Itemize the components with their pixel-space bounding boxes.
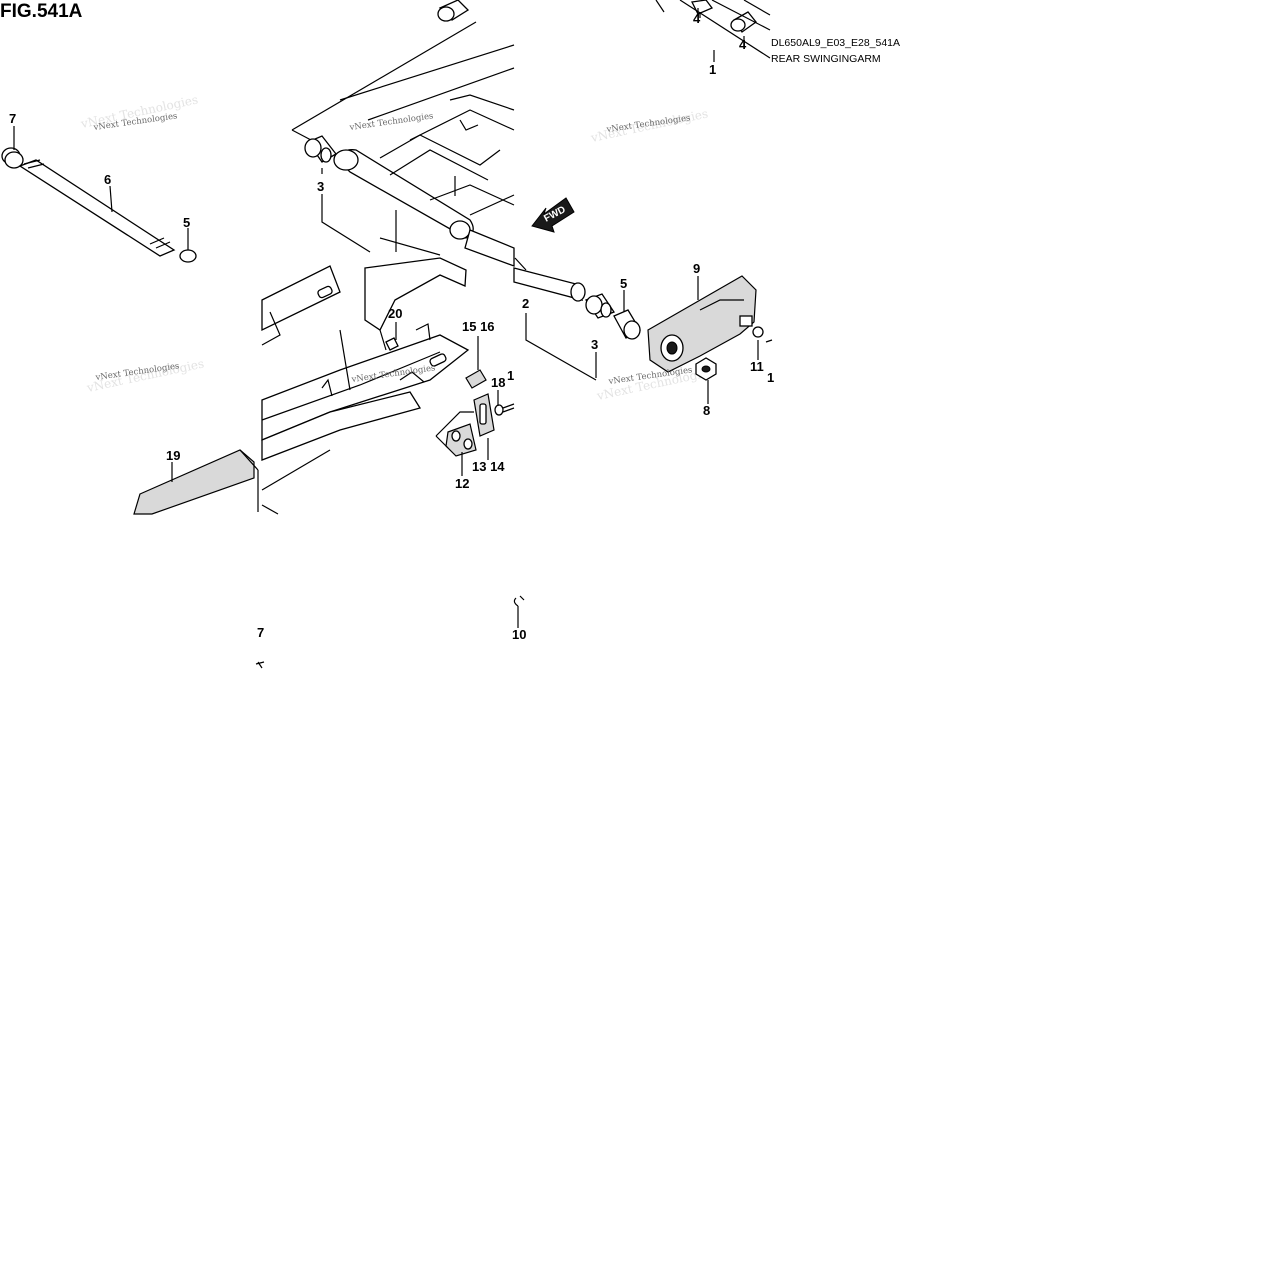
callout-7-top: 7 xyxy=(9,111,16,126)
callout-8: 8 xyxy=(703,403,710,418)
callout-17: 1 xyxy=(507,368,514,383)
clamp-part-12 xyxy=(435,411,477,457)
figure-code: DL650AL9_E03_E28_541A xyxy=(771,37,900,49)
callout-1: 1 xyxy=(709,62,716,77)
watermark-text: vNext Technologies xyxy=(348,111,434,133)
bushing-part-4 xyxy=(437,0,771,59)
callout-10: 10 xyxy=(512,627,526,642)
callout-13-14: 13 14 xyxy=(472,459,505,474)
adjuster-part-13-14 xyxy=(473,393,495,437)
nut-part-7 xyxy=(1,147,24,169)
callout-4-a: 4 xyxy=(693,11,701,26)
bolt-part-18 xyxy=(494,403,515,416)
callout-12: 12 xyxy=(455,476,469,491)
bearing-part-3-lower xyxy=(585,293,615,319)
pivot-bolt-part-6 xyxy=(18,159,197,263)
callout-18: 18 xyxy=(491,375,505,390)
leader-lines xyxy=(13,8,759,628)
swingarm-body xyxy=(133,21,515,515)
callout-5-left: 5 xyxy=(183,215,190,230)
figure-name: REAR SWINGINGARM xyxy=(771,53,881,65)
callout-edge-right: 1 xyxy=(767,370,774,385)
callout-3-upper: 3 xyxy=(317,179,324,194)
shaft-part-2 xyxy=(513,257,597,381)
callout-20: 20 xyxy=(388,306,402,321)
fwd-arrow-icon: FWD xyxy=(531,197,575,233)
bottom-fragments xyxy=(255,595,525,669)
plate-part-15-16 xyxy=(465,369,487,389)
callout-15-16: 15 16 xyxy=(462,319,495,334)
callout-3-lower: 3 xyxy=(591,337,598,352)
bearing-part-3-upper xyxy=(304,135,337,163)
callout-4-b: 4 xyxy=(739,37,747,52)
bolt-part-11 xyxy=(752,326,773,343)
collar-part-5-right xyxy=(613,309,641,340)
nut-part-8 xyxy=(695,357,717,381)
screw-part-20 xyxy=(385,337,399,351)
cushion-lever-part-9 xyxy=(647,275,757,373)
callout-9: 9 xyxy=(693,261,700,276)
callout-11: 11 xyxy=(750,359,764,374)
callout-2: 2 xyxy=(522,296,529,311)
callouts: 1 2 3 3 4 4 5 5 6 7 7 8 9 10 11 12 13 14… xyxy=(9,11,774,642)
callout-5-right: 5 xyxy=(620,276,627,291)
callout-7-bottom: 7 xyxy=(257,625,264,640)
callout-19: 19 xyxy=(166,448,180,463)
callout-6: 6 xyxy=(104,172,111,187)
figure-title: FIG.541A xyxy=(0,1,83,22)
